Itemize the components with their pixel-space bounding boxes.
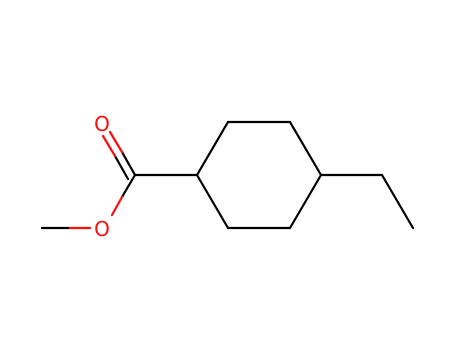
carbonyl-bond-a-oxygen-half	[108, 130, 124, 154]
carbonyl-bond-a-carbon-half	[120, 150, 137, 177]
ring-bond-6	[195, 173, 230, 230]
ring-bond-3	[288, 120, 323, 177]
ring-bond-1	[195, 120, 230, 177]
carbonyl-bond-b-oxygen-half	[101, 134, 117, 158]
carbonyl-oxygen-label: O	[94, 112, 110, 136]
ring-bond-4	[288, 173, 323, 230]
ethyl-bond-2	[380, 173, 415, 230]
ester-oxygen-label: O	[94, 217, 110, 241]
ester-bond-carbon-half	[120, 173, 137, 199]
carbonyl-bond-b-carbon-half	[113, 154, 130, 181]
ester-bond-oxygen-half	[110, 195, 124, 217]
